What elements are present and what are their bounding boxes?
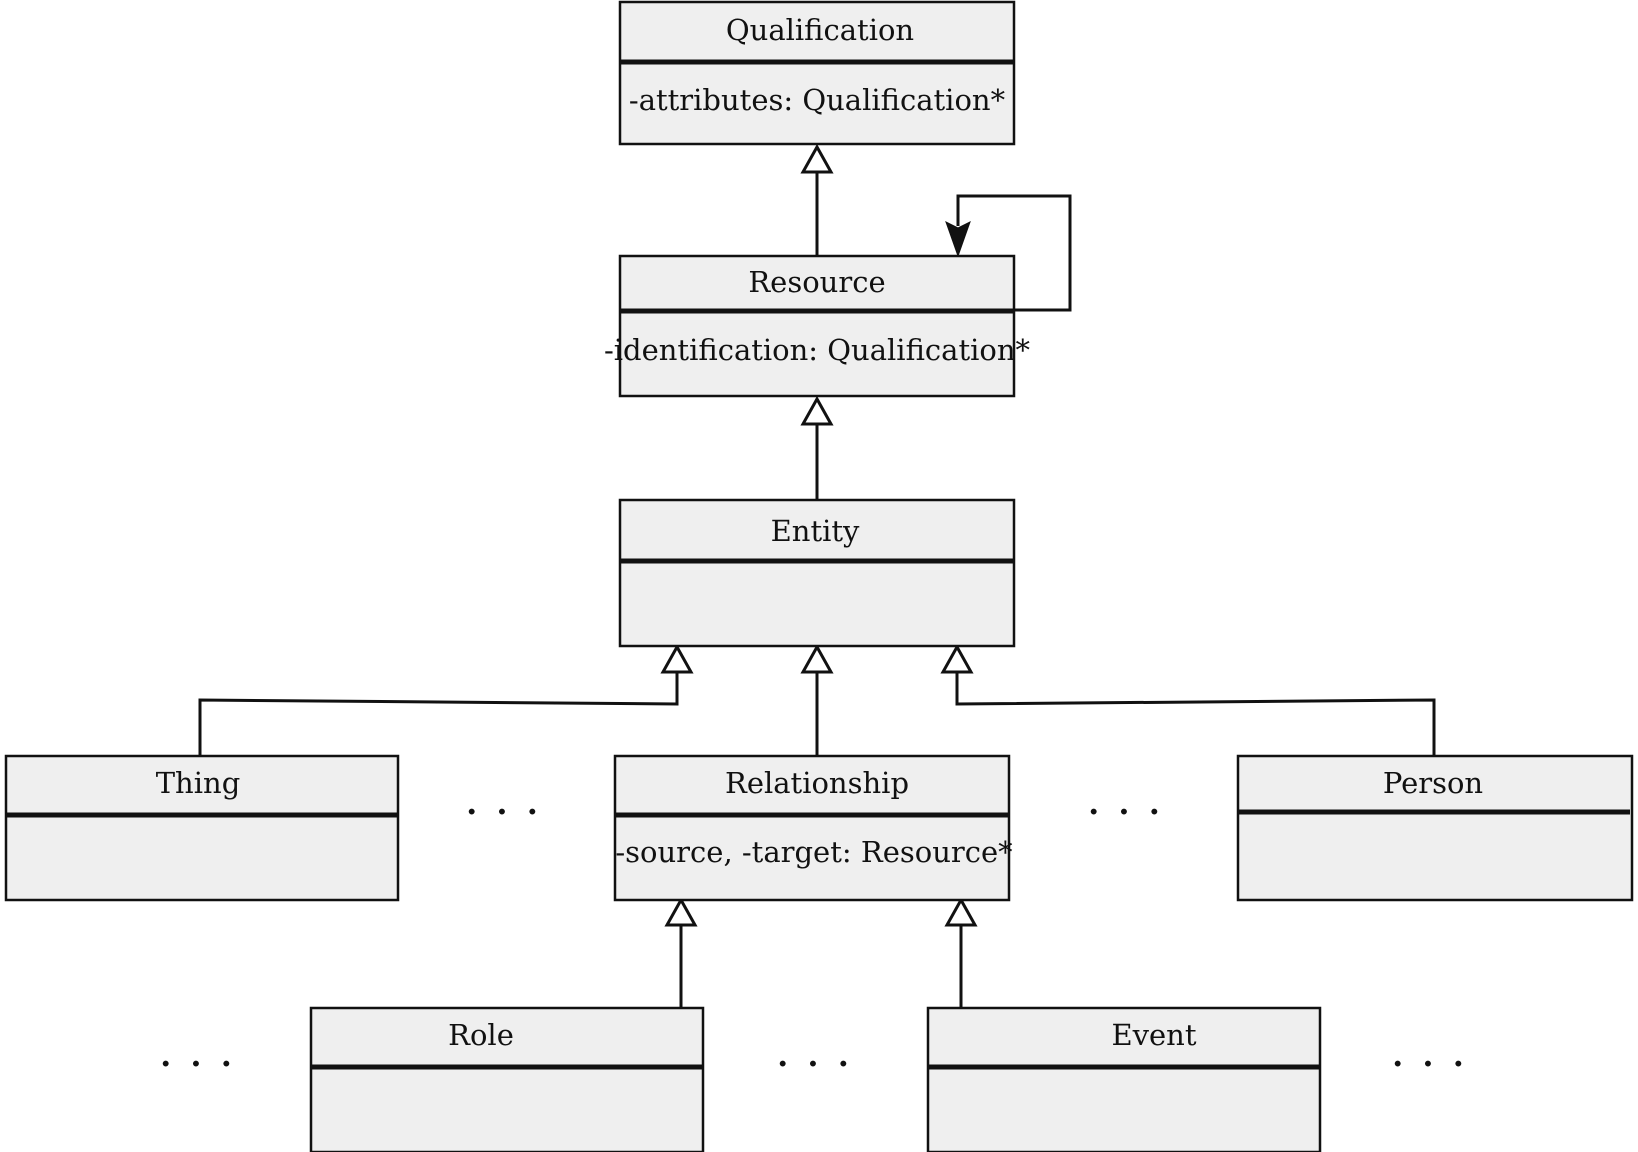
generalization-arrow-qualification [800,143,834,174]
class-box [618,498,1016,648]
ellipsis-between-relationship-person: . . . [1088,784,1164,822]
generalization-arrow-entity-from-person [940,643,974,674]
class-entity: Entity [618,498,1016,648]
class-box [1236,754,1634,902]
edge-resource-self-association [956,194,1072,312]
class-name: Thing [156,766,241,800]
class-box [926,1006,1322,1152]
class-box [613,754,1011,902]
class-box [618,0,1016,146]
class-name: Role [448,1018,514,1052]
generalization-arrow-relationship-from-event [944,896,978,927]
edge-thing-to-entity [198,672,679,756]
generalization-arrow-entity-from-relationship [800,643,834,674]
class-resource: Resource -identification: Qualification* [604,254,1031,398]
class-name: Qualification [726,13,914,47]
class-box [309,1006,705,1152]
generalization-arrow-relationship-from-role [664,896,698,927]
class-role: Role [309,1006,705,1152]
ellipsis-right-of-event: . . . [1392,1036,1468,1074]
class-name: Relationship [725,766,909,800]
edge-person-to-entity [955,672,1436,756]
ellipsis-between-thing-relationship: . . . [466,784,542,822]
class-person: Person [1236,754,1634,902]
class-name: Entity [771,514,860,548]
ellipsis-left-of-role: . . . [160,1036,236,1074]
association-arrow-resource [945,220,971,258]
class-name: Person [1383,766,1483,800]
class-box [618,254,1016,398]
class-name: Event [1111,1018,1196,1052]
class-event: Event [926,1006,1322,1152]
generalization-arrow-entity-from-thing [660,643,694,674]
class-relationship: Relationship -source, -target: Resource* [613,754,1013,902]
class-attribute: -source, -target: Resource* [615,835,1013,869]
class-attribute: -attributes: Qualification* [629,83,1006,117]
ellipsis-between-role-event: . . . [777,1036,853,1074]
class-qualification: Qualification -attributes: Qualification… [618,0,1016,146]
class-attribute: -identification: Qualification* [604,333,1031,367]
class-thing: Thing [4,754,400,902]
generalization-arrow-resource [800,395,834,426]
class-name: Resource [748,265,885,299]
class-box [4,754,400,902]
